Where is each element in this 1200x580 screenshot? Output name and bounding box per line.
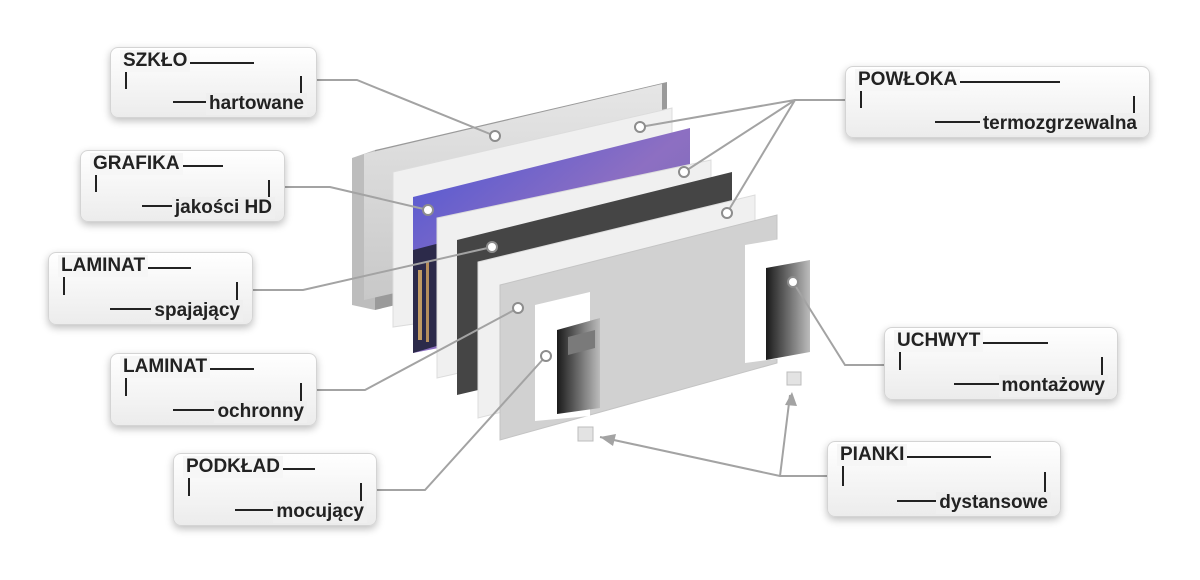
label-uchwyt: UCHWYT montażowy <box>884 327 1118 400</box>
label-grafika: GRAFIKA jakości HD <box>80 150 285 222</box>
label-pianki-title: PIANKI <box>837 444 908 466</box>
label-szklo-subtitle: hartowane <box>205 93 307 115</box>
label-laminat-ochronny-subtitle: ochronny <box>214 401 307 423</box>
label-powloka: POWŁOKA termozgrzewalna <box>845 66 1150 138</box>
label-szklo: SZKŁO hartowane <box>110 47 317 118</box>
leader-lines <box>253 79 884 491</box>
label-podklad: PODKŁAD mocujący <box>173 453 377 526</box>
label-laminat-spajajacy: LAMINAT spajający <box>48 252 253 325</box>
label-grafika-title: GRAFIKA <box>90 153 183 175</box>
label-grafika-subtitle: jakości HD <box>171 197 275 219</box>
label-pianki: PIANKI dystansowe <box>827 441 1061 517</box>
label-laminat-ochronny-title: LAMINAT <box>120 356 211 378</box>
label-podklad-subtitle: mocujący <box>273 501 367 523</box>
foam-pad-right <box>786 371 802 386</box>
label-laminat-spajajacy-title: LAMINAT <box>58 255 149 277</box>
label-podklad-title: PODKŁAD <box>183 456 283 478</box>
label-uchwyt-title: UCHWYT <box>894 330 984 352</box>
label-powloka-title: POWŁOKA <box>855 69 961 91</box>
label-szklo-title: SZKŁO <box>120 50 191 72</box>
foam-pad-left <box>577 426 594 442</box>
label-laminat-ochronny: LAMINAT ochronny <box>110 353 317 426</box>
backing-board <box>499 214 810 442</box>
connector-dots <box>422 121 799 362</box>
arrowheads <box>600 392 797 446</box>
label-powloka-subtitle: termozgrzewalna <box>979 113 1140 135</box>
label-pianki-subtitle: dystansowe <box>936 492 1051 514</box>
label-laminat-spajajacy-subtitle: spajający <box>151 300 243 322</box>
label-uchwyt-subtitle: montażowy <box>998 375 1108 397</box>
